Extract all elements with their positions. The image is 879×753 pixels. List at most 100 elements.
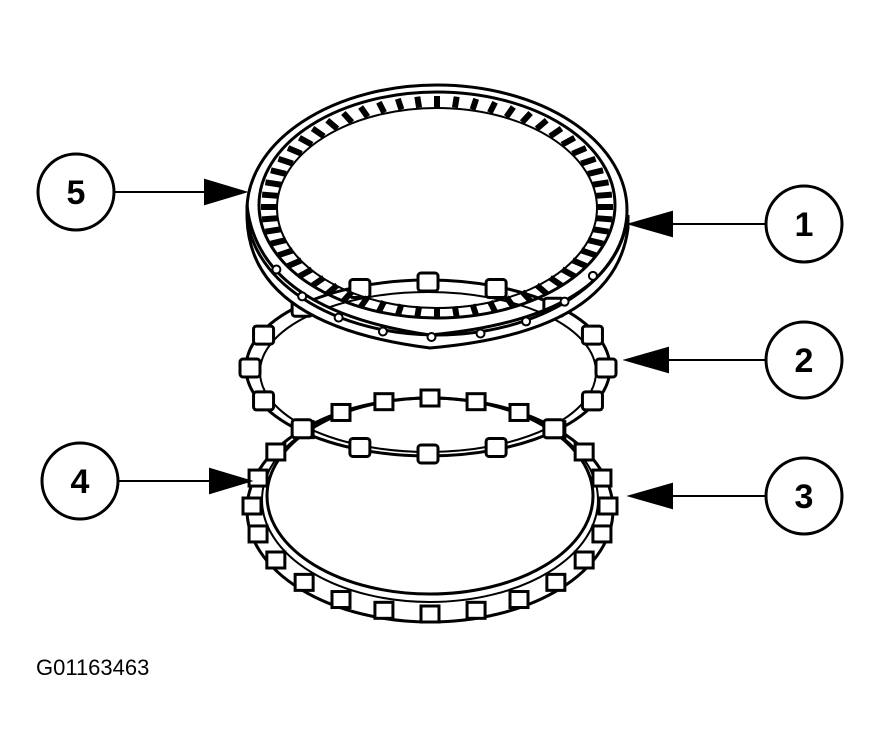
cage-tab <box>416 271 440 293</box>
callout-4: 4 <box>40 441 120 521</box>
ring-tooth <box>376 100 387 114</box>
cage-tab <box>238 357 262 379</box>
ring-tooth <box>376 300 387 314</box>
ring-tooth <box>595 191 613 199</box>
ring-tooth <box>571 145 588 157</box>
ring-hole <box>521 316 532 327</box>
ring-tooth <box>394 97 405 111</box>
ring-tooth <box>580 155 597 167</box>
ring-tooth <box>587 237 604 247</box>
race-lug <box>265 442 287 462</box>
callout-1-label: 1 <box>795 206 814 244</box>
race-lug <box>330 590 352 610</box>
ring-tooth <box>264 226 282 235</box>
race-lug <box>508 590 530 610</box>
ring-tooth <box>358 295 371 309</box>
ring-tooth <box>270 237 287 247</box>
ring-tooth <box>451 96 460 109</box>
cage-tab <box>484 278 508 300</box>
race-lug <box>419 388 441 408</box>
ring-tooth <box>592 179 610 188</box>
ring-tooth <box>519 110 533 125</box>
callout-2: 2 <box>764 320 844 400</box>
ring-tooth <box>297 135 314 148</box>
race-lug <box>573 550 595 570</box>
ring-tooth <box>261 215 279 223</box>
cage-tab <box>252 390 276 412</box>
ring-tooth <box>595 215 613 223</box>
ring-tooth <box>580 247 597 259</box>
race-lug <box>465 600 487 620</box>
ring-tooth <box>519 289 533 304</box>
callout-3-label: 3 <box>795 478 814 516</box>
race-lug <box>573 442 595 462</box>
ring-tooth <box>325 117 340 132</box>
ring-tooth <box>277 247 294 259</box>
callout-2-label: 2 <box>795 342 814 380</box>
callout-5-label: 5 <box>67 174 86 212</box>
race-lug <box>373 600 395 620</box>
ring-tooth <box>548 275 564 288</box>
ring-tooth <box>394 303 405 317</box>
ring-tooth <box>487 100 498 114</box>
race-lug <box>465 392 487 412</box>
cage-tab <box>580 324 604 346</box>
ring-tooth <box>560 135 577 148</box>
race-lug <box>508 402 530 422</box>
ring-tooth <box>560 266 577 279</box>
race-lug <box>591 524 613 544</box>
ring-tooth <box>341 289 355 304</box>
callout-3: 3 <box>764 456 844 536</box>
ring-tooth <box>487 300 498 314</box>
leader-lines <box>115 178 765 510</box>
ring-tooth <box>277 155 294 167</box>
ring-hole <box>587 270 598 281</box>
race-lugs <box>241 388 619 624</box>
ring-hole <box>377 326 388 337</box>
ring-tooth <box>571 257 588 269</box>
race-lug <box>545 572 567 592</box>
ring-tooth <box>592 226 610 235</box>
ring-hole <box>475 328 486 339</box>
callout-4-label: 4 <box>71 463 90 501</box>
ring-tooth <box>264 179 282 188</box>
ring-tooth <box>414 96 423 109</box>
callout-5: 5 <box>36 152 116 232</box>
race-lug <box>330 402 352 422</box>
ring-tooth <box>451 305 460 318</box>
ring-holes <box>271 264 598 342</box>
race-lug <box>247 468 269 488</box>
cage-tab <box>416 443 440 465</box>
ring-hole <box>271 264 282 275</box>
race-lug <box>241 496 263 516</box>
ring-tooth <box>548 126 564 139</box>
race-lug <box>597 496 619 516</box>
callout-1: 1 <box>764 184 844 264</box>
ring-hole <box>333 312 344 323</box>
ring-tooth <box>261 191 279 199</box>
cage-tab <box>484 436 508 458</box>
ring-tooth <box>469 303 480 317</box>
ring-tooth <box>310 126 326 139</box>
ring-tooth <box>310 275 326 288</box>
ring-tooth <box>270 167 287 177</box>
ring-tooth <box>534 117 549 132</box>
ring-tooth <box>414 305 423 318</box>
ring-teeth <box>261 96 613 318</box>
ring-tooth <box>469 97 480 111</box>
race-lug <box>293 572 315 592</box>
race-lug <box>419 604 441 624</box>
cage-tab <box>580 390 604 412</box>
ring-tooth <box>534 282 549 297</box>
ring-tooth <box>503 295 516 309</box>
cage-tab <box>594 357 618 379</box>
ring-tooth <box>503 105 516 119</box>
ring-tooth <box>341 110 355 125</box>
race-lug <box>265 550 287 570</box>
figure-id: G01163463 <box>36 655 150 680</box>
ring-tooth <box>587 167 604 177</box>
ring-tooth <box>297 266 314 279</box>
cage-tab <box>542 418 566 440</box>
cage-tab <box>348 436 372 458</box>
